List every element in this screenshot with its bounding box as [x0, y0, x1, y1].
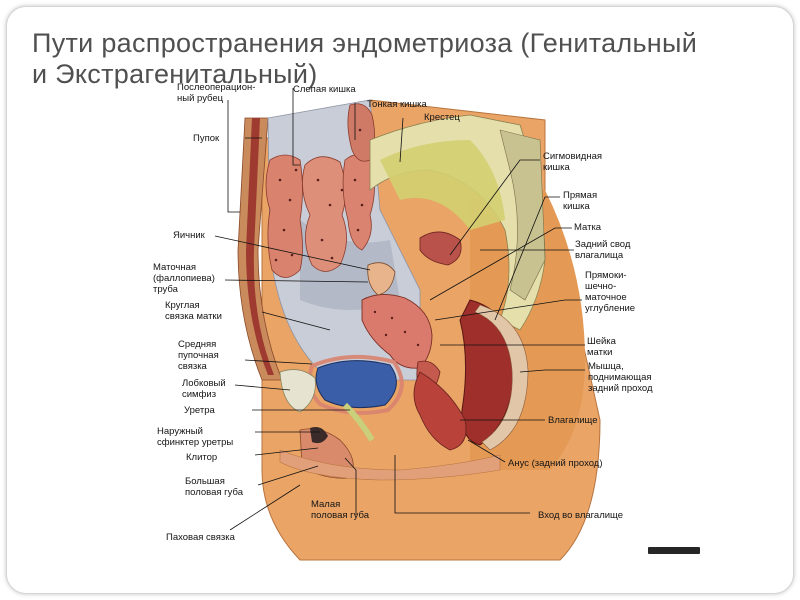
endometriosis-spots [274, 128, 364, 262]
label-postop-scar: Послеоперацион- ный рубец [177, 82, 256, 104]
perineal-skin [279, 449, 501, 481]
sigmoid-colon [419, 231, 462, 266]
slide-title-line1: Пути распространения эндометриоза (Генит… [32, 28, 698, 58]
label-labia-majora: Большая половая губа [185, 476, 243, 498]
bladder-wall [307, 354, 404, 415]
pubic-symphysis [279, 369, 316, 413]
label-small-intestine: Тонкая кишка [367, 99, 427, 110]
label-anus: Анус (задний проход) [508, 458, 603, 469]
source-watermark [648, 547, 700, 554]
intestine-loop-1 [265, 154, 303, 278]
label-round-ligament: Круглая связка матки [165, 300, 222, 322]
label-cecum: Слепая кишка [293, 84, 356, 95]
ovary [367, 262, 396, 296]
uterus-body [361, 294, 433, 369]
uterus-spots [373, 310, 420, 347]
label-inguinal-ligament: Паховая связка [166, 532, 235, 543]
label-median-umbilical-ligament: Средняя пупочная связка [178, 339, 219, 372]
slide-title: Пути распространения эндометриоза (Генит… [32, 28, 782, 90]
label-fallopian-tube: Маточная (фаллопиева) труба [153, 262, 215, 295]
label-posterior-fornix: Задний свод влагалища [575, 239, 631, 261]
label-navel: Пупок [193, 133, 220, 144]
vagina [413, 371, 467, 451]
label-rectouterine-pouch: Прямоки- шечно- маточное углубление [585, 270, 636, 314]
label-pubic-symphysis: Лобковый симфиз [182, 378, 226, 400]
label-vaginal-opening: Вход во влагалище [538, 510, 624, 521]
label-uterus: Матка [574, 222, 602, 233]
label-urethral-sphincter: Наружный сфинктер уретры [157, 426, 234, 448]
intestine-loop-2 [302, 156, 347, 272]
leader-lines [214, 88, 585, 531]
label-sigmoid-colon: Сигмовидная кишка [543, 151, 603, 173]
slide-title-line2: и Экстрагенитальный) [32, 59, 318, 89]
label-rectum: Прямая кишка [563, 190, 598, 212]
label-ovary: Яичник [173, 230, 205, 241]
label-vagina: Влагалище [548, 415, 598, 426]
label-levator-ani: Мышца, поднимающая задний проход [588, 361, 653, 394]
urethra-canal [342, 402, 375, 442]
label-sacrum: Крестец [424, 112, 460, 123]
label-labia-minora: Малая половая губа [311, 499, 369, 521]
bladder [315, 360, 397, 409]
label-urethra: Уретра [184, 405, 215, 416]
label-cervix: Шейка матки [587, 336, 616, 358]
rectus-muscle [246, 118, 274, 375]
clitoris [310, 427, 328, 444]
sacrum-fat [380, 140, 505, 230]
label-clitoris: Клитор [186, 452, 218, 463]
